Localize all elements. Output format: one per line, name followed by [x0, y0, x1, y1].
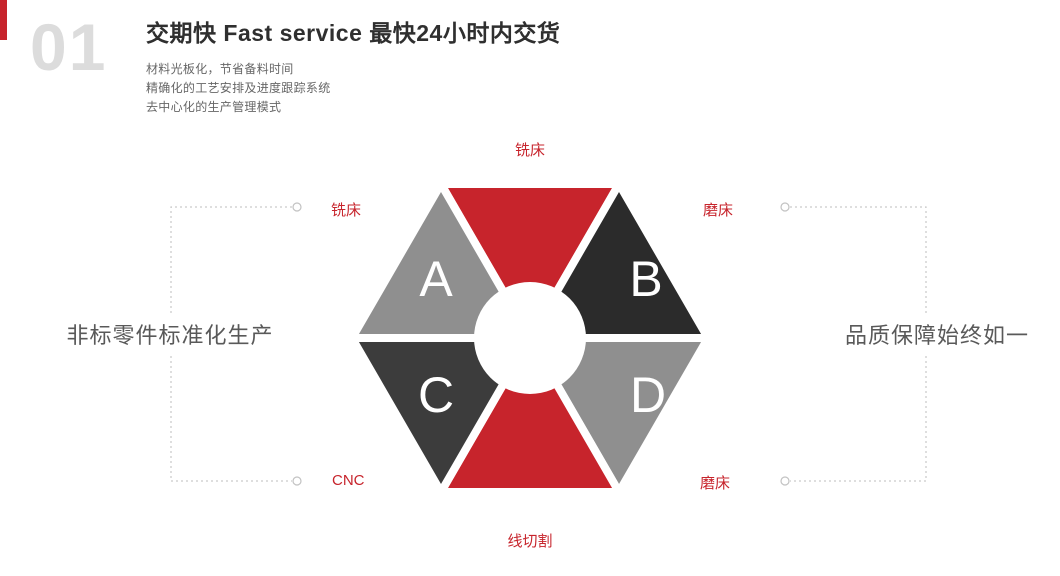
bullet-line: 去中心化的生产管理模式 [146, 100, 282, 114]
label-top: 铣床 [514, 142, 546, 159]
segment-letter-d: D [630, 367, 666, 423]
connector-dot [292, 476, 302, 486]
left-dashed-bracket [170, 206, 292, 482]
bullet-list: 材料光板化，节省备料时间 精确化的工艺安排及进度跟踪系统 去中心化的生产管理模式 [146, 60, 560, 117]
label-upper-right: 磨床 [703, 202, 734, 219]
label-lower-left: CNC [332, 472, 365, 489]
connector-dot [780, 202, 790, 212]
label-upper-left: 铣床 [331, 202, 362, 219]
segment-letter-b: B [629, 251, 662, 307]
label-lower-right: 磨床 [700, 475, 731, 492]
bullet-line: 材料光板化，节省备料时间 [146, 62, 294, 76]
center-circle [474, 282, 586, 394]
header: 交期快 Fast service 最快24小时内交货 材料光板化，节省备料时间 … [146, 14, 560, 117]
corner-accent-bar [0, 0, 7, 40]
right-caption: 品质保障始终如一 [834, 315, 1040, 353]
left-caption: 非标零件标准化生产 [56, 315, 284, 353]
connector-dot [780, 476, 790, 486]
triangle-upper-left [348, 180, 534, 342]
segment-letter-a: A [419, 251, 453, 307]
section-number: 01 [30, 10, 108, 84]
slide-title: 交期快 Fast service 最快24小时内交货 [146, 20, 561, 46]
bullet-line: 精确化的工艺安排及进度跟踪系统 [146, 81, 331, 95]
segment-letter-c: C [418, 367, 454, 423]
connector-dot [292, 202, 302, 212]
label-bottom: 线切割 [507, 533, 553, 550]
